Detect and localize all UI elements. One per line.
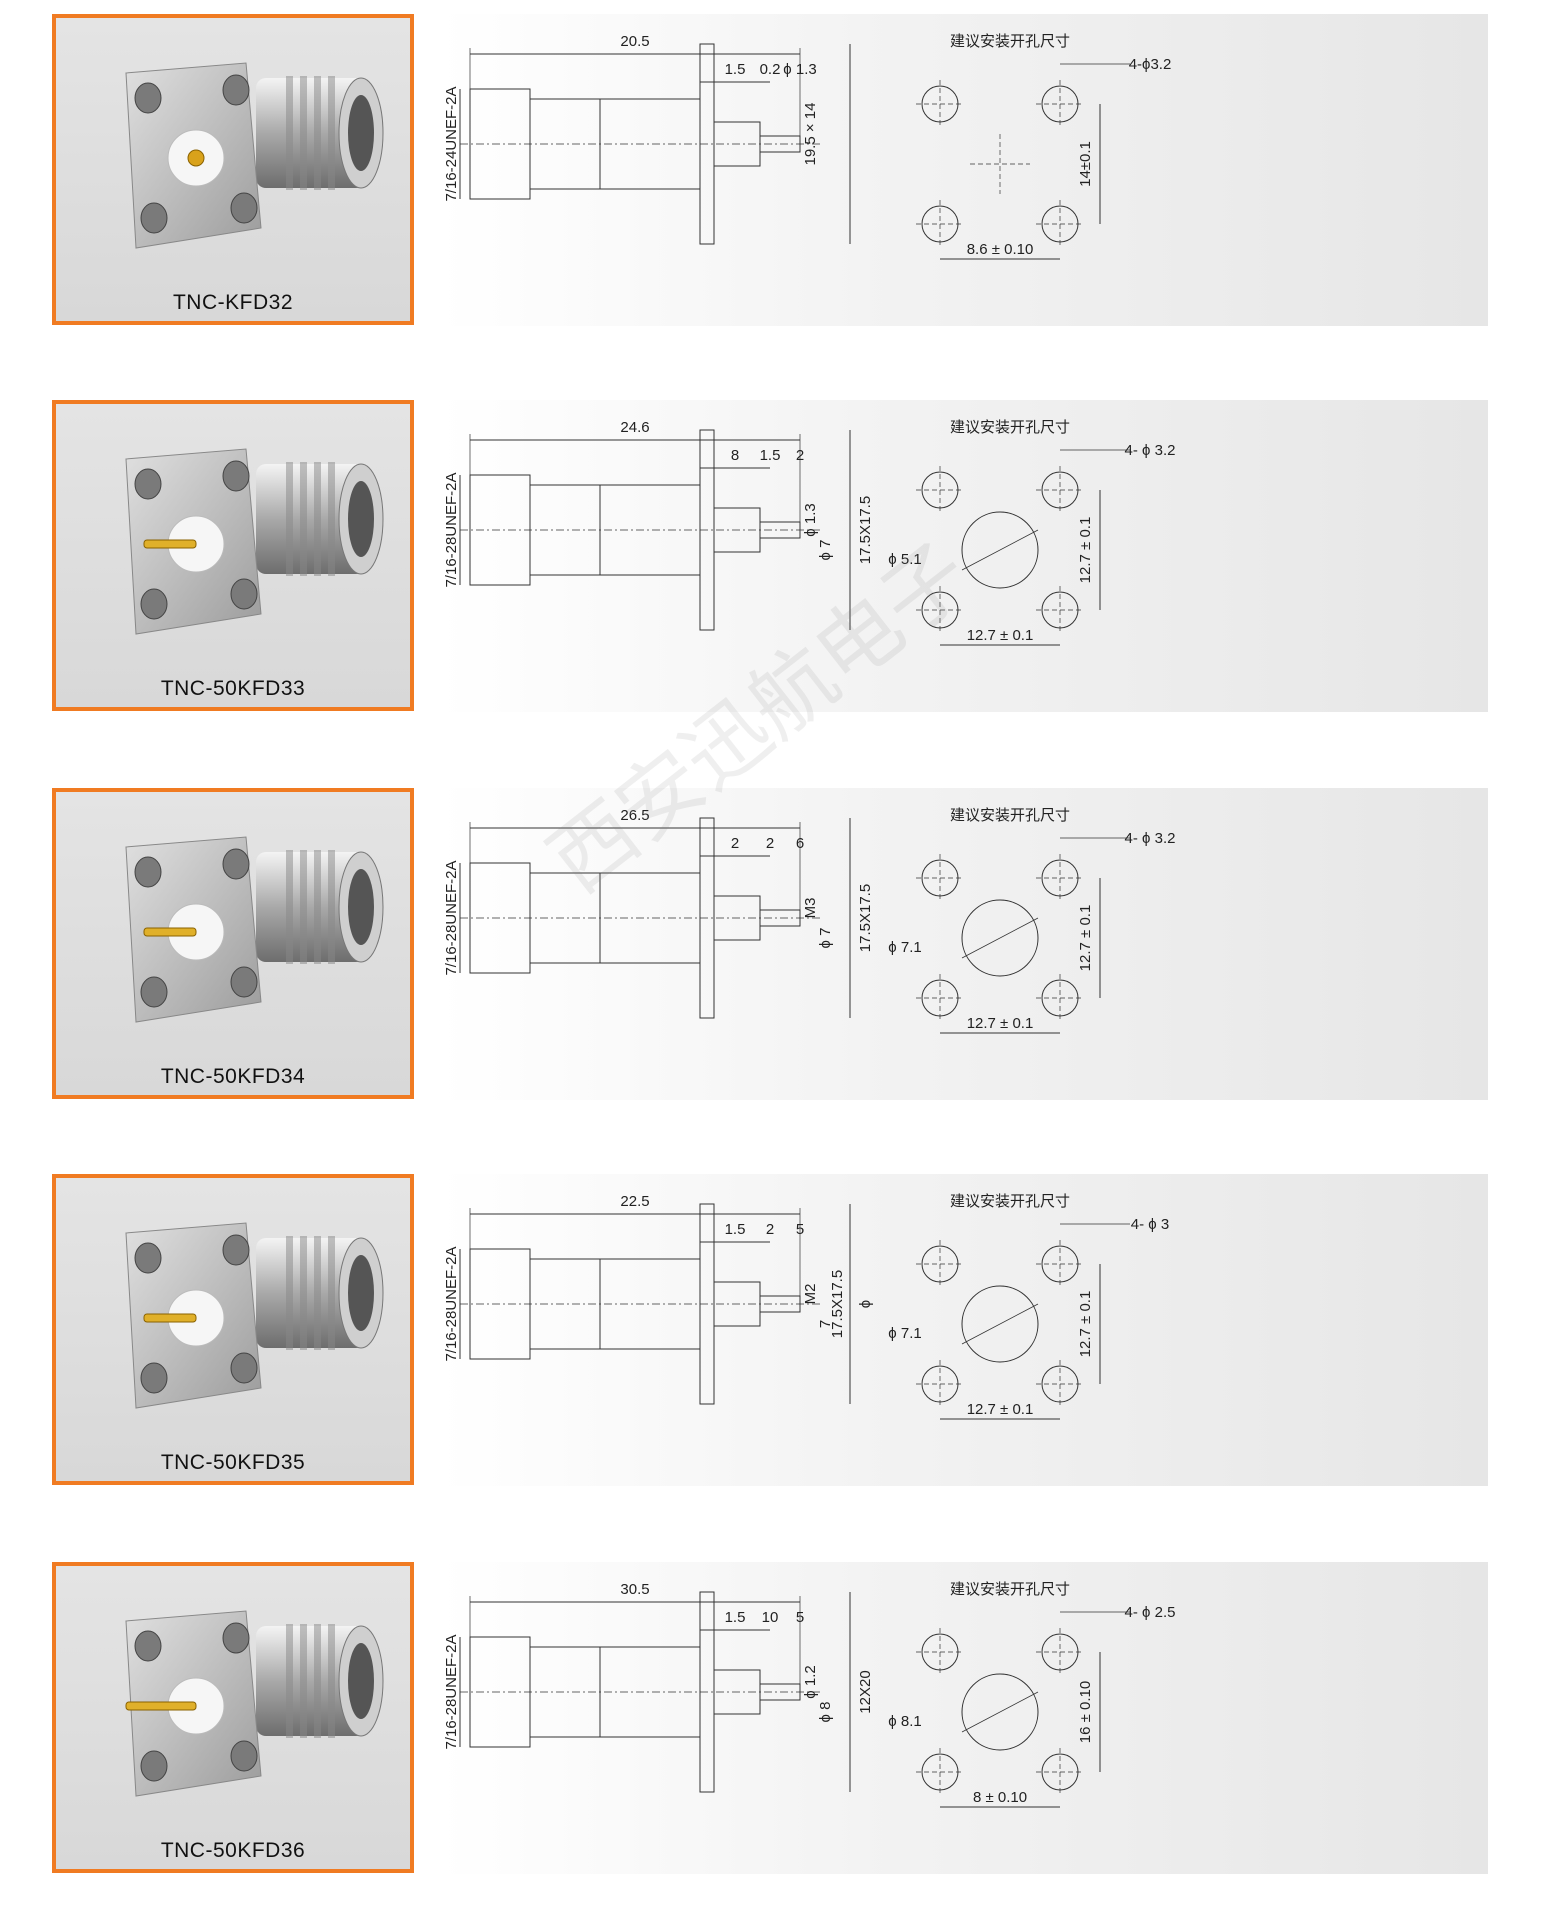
- product-row: TNC-50KFD33 24.6 8 1.5 2 ϕ 1.3 ϕ 7 17.5X17.5 7/1…: [0, 400, 1545, 720]
- product-photo: TNC-KFD32: [52, 14, 414, 325]
- mounting-title: 建议安装开孔尺寸: [950, 1581, 1070, 1598]
- dimension-label: 22.5: [620, 1193, 649, 1210]
- dimension-label: 7: [817, 1320, 834, 1328]
- connector-image: [125, 448, 384, 635]
- dimension-label: 8: [731, 447, 739, 464]
- dimension-label: 30.5: [620, 1581, 649, 1598]
- model-label: TNC-50KFD35: [160, 1451, 306, 1474]
- dimension-label: ϕ: [857, 1300, 874, 1308]
- vertical-spacing-label: 12.7 ± 0.1: [1077, 905, 1094, 972]
- hole-spec-label: 4-ϕ3.2: [1129, 56, 1172, 73]
- dimension-label: 26.5: [620, 807, 649, 824]
- vertical-spacing-label: 12.7 ± 0.1: [1077, 1291, 1094, 1358]
- horizontal-spacing-label: 8.6 ± 0.10: [967, 241, 1034, 258]
- dimension-label: 2: [766, 835, 774, 852]
- dimension-label: ϕ 1.3: [802, 503, 819, 536]
- dimension-label: ϕ 1.2: [802, 1665, 819, 1698]
- dimension-label: 1.5: [760, 447, 781, 464]
- horizontal-spacing-label: 12.7 ± 0.1: [967, 1015, 1034, 1032]
- center-hole-label: ϕ 7.1: [888, 939, 921, 956]
- dimension-drawing: 26.5 2 2 6M3 ϕ 7 17.5X17.5 7/16-28UNEF-2A 建议安装开…: [443, 807, 1176, 1034]
- center-hole-label: ϕ 8.1: [888, 1713, 921, 1730]
- thread-spec: 7/16-28UNEF-2A: [443, 1634, 460, 1749]
- product-row: TNC-50KFD36 30.5 1.5 10 5 ϕ 1.2 ϕ 8 12X20 7/16-2…: [0, 1562, 1545, 1882]
- thread-spec: 7/16-24UNEF-2A: [443, 86, 460, 201]
- dimension-label: 1.5: [725, 1609, 746, 1626]
- dimension-label: 6: [796, 835, 804, 852]
- dimension-label: 1.5: [725, 61, 746, 78]
- horizontal-spacing-label: 12.7 ± 0.1: [967, 627, 1034, 644]
- dimension-label: 19.5 × 14: [802, 103, 819, 166]
- dimension-label: 0.2: [760, 61, 781, 78]
- dimension-label: ϕ 1.3: [783, 61, 816, 78]
- dimension-drawing: 24.6 8 1.5 2 ϕ 1.3 ϕ 7 17.5X17.5 7/16-28UNEF-2A…: [443, 419, 1176, 646]
- dimension-label: M2: [802, 1284, 819, 1305]
- thread-spec: 7/16-28UNEF-2A: [443, 860, 460, 975]
- dimension-label: ϕ 8: [817, 1702, 834, 1723]
- dimension-drawing: 22.5 1.5 2 5M2 7 ϕ 17.5X17.5 7/16-28UNEF-2A 建议安装…: [443, 1193, 1169, 1420]
- dimension-label: 20.5: [620, 33, 649, 50]
- hole-spec-label: 4- ϕ 3.2: [1125, 830, 1176, 847]
- mounting-title: 建议安装开孔尺寸: [950, 807, 1070, 824]
- model-label: TNC-KFD32: [172, 291, 293, 314]
- product-photo: TNC-50KFD35: [52, 1174, 414, 1485]
- product-photo: TNC-50KFD36: [52, 1562, 414, 1873]
- dimension-label: 5: [796, 1221, 804, 1238]
- center-hole-label: ϕ 5.1: [888, 551, 921, 568]
- dimension-label: 12X20: [857, 1670, 874, 1713]
- connector-image: [125, 1222, 384, 1409]
- dimension-label: 2: [766, 1221, 774, 1238]
- vertical-spacing-label: 16 ± 0.10: [1077, 1681, 1094, 1743]
- mounting-title: 建议安装开孔尺寸: [950, 1193, 1070, 1210]
- model-label: TNC-50KFD36: [160, 1839, 306, 1862]
- hole-spec-label: 4- ϕ 2.5: [1125, 1604, 1176, 1621]
- dimension-label: ϕ 7: [817, 928, 834, 949]
- dimension-label: 17.5X17.5: [857, 496, 874, 564]
- dimension-label: 24.6: [620, 419, 649, 436]
- dimension-label: 5: [796, 1609, 804, 1626]
- horizontal-spacing-label: 8 ± 0.10: [973, 1789, 1027, 1806]
- dimension-label: 10: [762, 1609, 779, 1626]
- connector-image: [125, 1610, 384, 1797]
- connector-image: [125, 62, 384, 249]
- horizontal-spacing-label: 12.7 ± 0.1: [967, 1401, 1034, 1418]
- hole-spec-label: 4- ϕ 3: [1131, 1216, 1169, 1233]
- vertical-spacing-label: 12.7 ± 0.1: [1077, 517, 1094, 584]
- mounting-title: 建议安装开孔尺寸: [950, 419, 1070, 436]
- technical-drawing: 30.5 1.5 10 5 ϕ 1.2 ϕ 8 12X20 7/16-28UNEF-2A 建议安…: [440, 1562, 1488, 1874]
- product-photo: TNC-50KFD33: [52, 400, 414, 711]
- thread-spec: 7/16-28UNEF-2A: [443, 472, 460, 587]
- dimension-label: ϕ 7: [817, 540, 834, 561]
- dimension-label: 17.5X17.5: [857, 884, 874, 952]
- connector-image: [125, 836, 384, 1023]
- model-label: TNC-50KFD34: [160, 1065, 306, 1088]
- model-label: TNC-50KFD33: [160, 677, 306, 700]
- dimension-label: 2: [796, 447, 804, 464]
- mounting-title: 建议安装开孔尺寸: [950, 33, 1070, 50]
- thread-spec: 7/16-28UNEF-2A: [443, 1246, 460, 1361]
- dimension-label: M3: [802, 898, 819, 919]
- dimension-label: 2: [731, 835, 739, 852]
- dimension-label: 1.5: [725, 1221, 746, 1238]
- center-hole-label: ϕ 7.1: [888, 1325, 921, 1342]
- vertical-spacing-label: 14±0.1: [1077, 141, 1094, 187]
- dimension-label: 17.5X17.5: [829, 1270, 846, 1338]
- product-photo: TNC-50KFD34: [52, 788, 414, 1099]
- hole-spec-label: 4- ϕ 3.2: [1125, 442, 1176, 459]
- technical-drawing: 24.6 8 1.5 2 ϕ 1.3 ϕ 7 17.5X17.5 7/16-28UNEF-2A…: [440, 400, 1488, 712]
- dimension-drawing: 30.5 1.5 10 5 ϕ 1.2 ϕ 8 12X20 7/16-28UNEF-2A 建议安…: [443, 1581, 1176, 1808]
